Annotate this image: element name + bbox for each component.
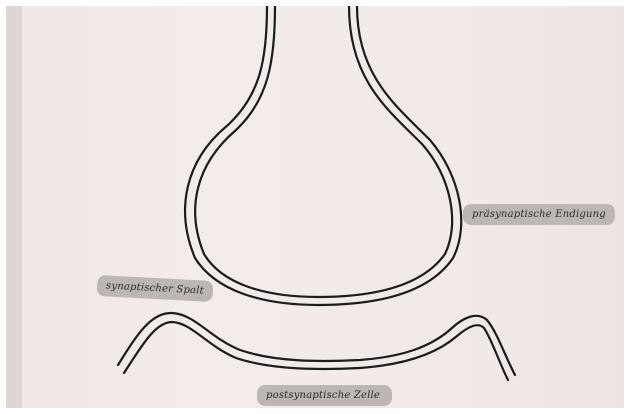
label-presynaptic-terminal: präsynaptische Endigung (463, 204, 615, 225)
presynaptic-terminal-outer-line (185, 6, 461, 305)
label-postsynaptic-cell: postsynaptische Zelle (257, 385, 392, 406)
presynaptic-terminal-inner-line (195, 6, 452, 297)
